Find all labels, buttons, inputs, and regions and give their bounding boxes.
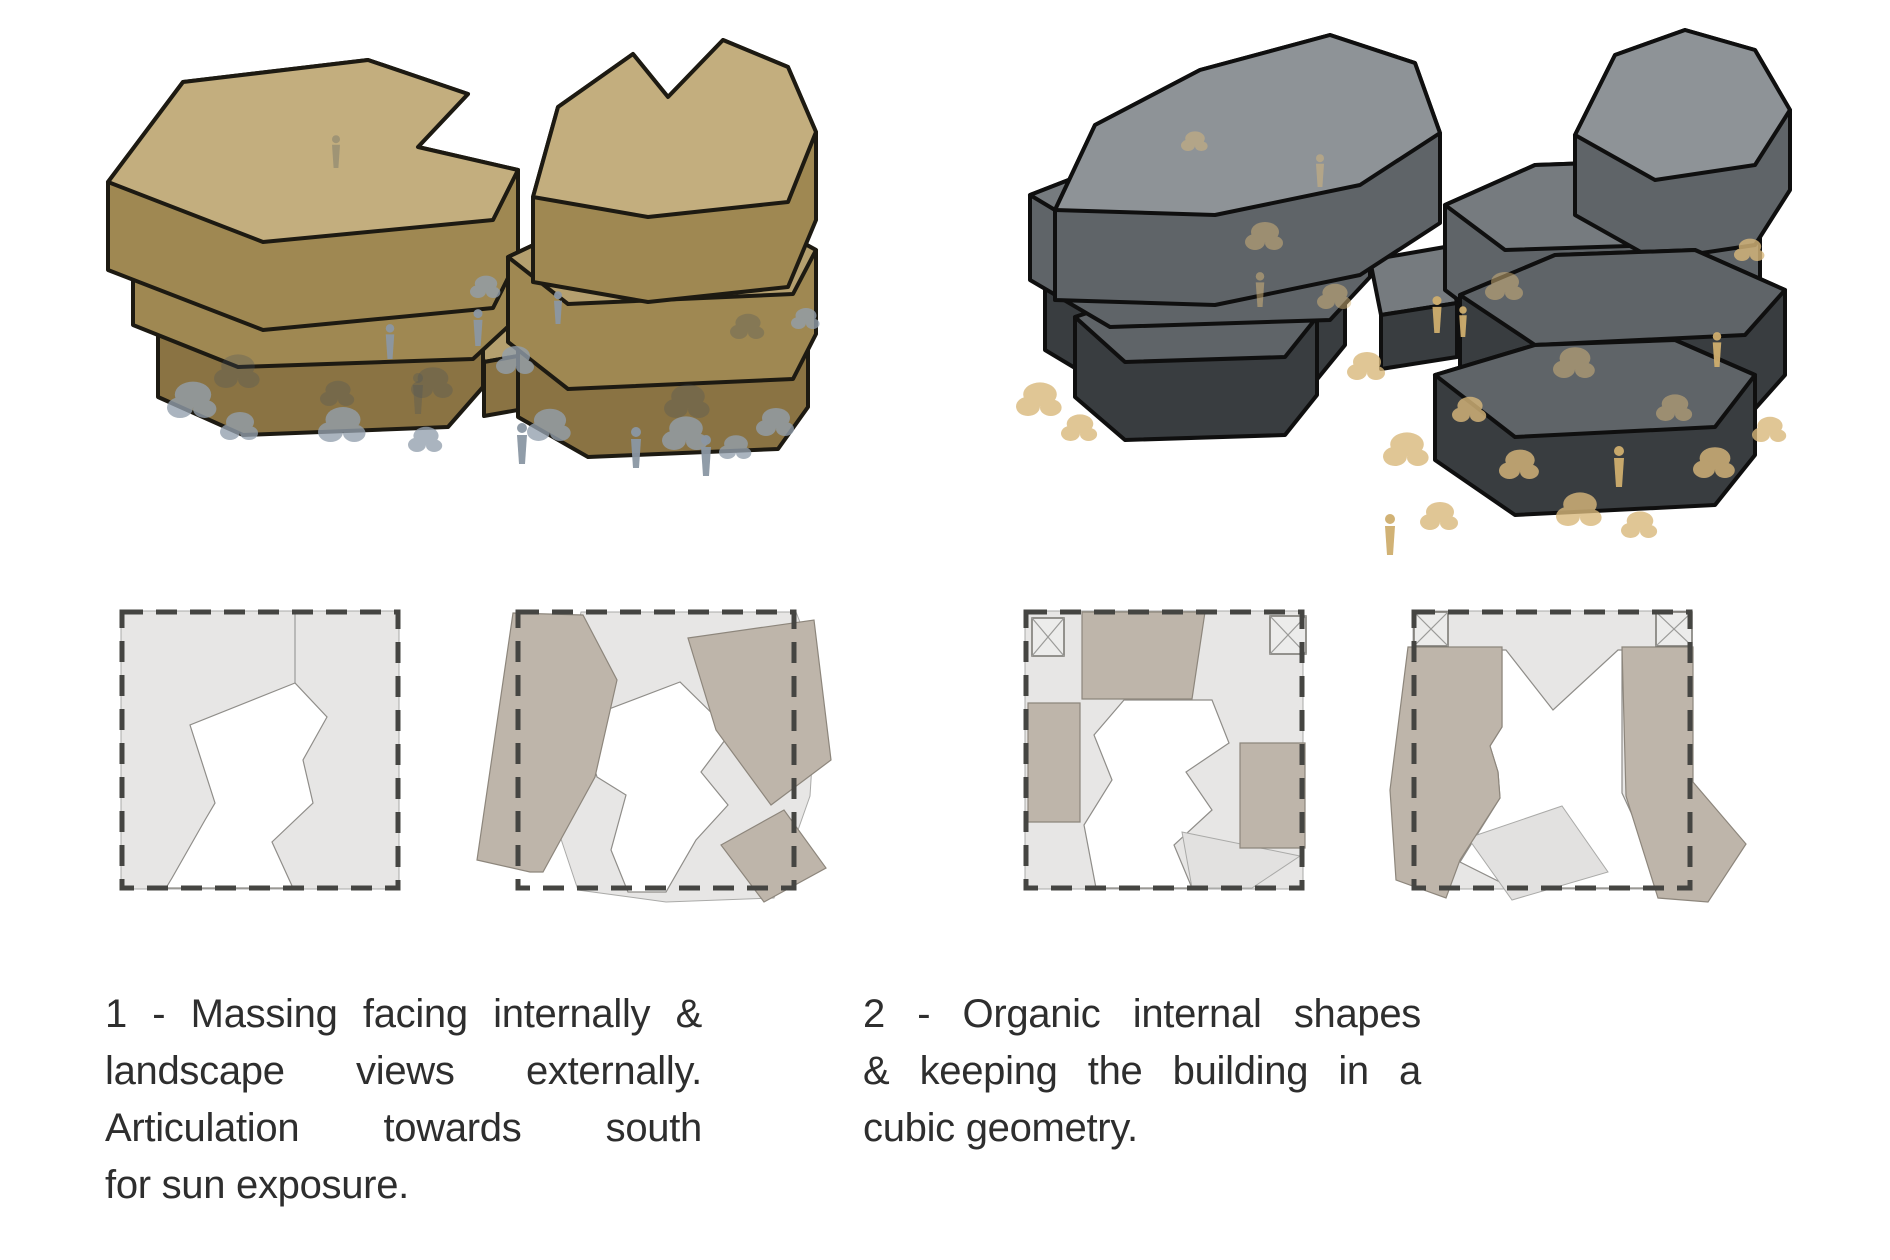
core-marker bbox=[1413, 611, 1449, 647]
floor-plan-1a bbox=[119, 609, 401, 891]
caption-2-line-3: cubic geometry. bbox=[863, 1106, 1138, 1150]
building-slabs-option-2 bbox=[1028, 28, 1792, 517]
caption-1-line-4: for sun exposure. bbox=[105, 1163, 409, 1207]
caption-option-1: 1 - Massing facing internally & landscap… bbox=[105, 986, 702, 1214]
floor-plan-2a bbox=[1023, 609, 1307, 891]
core-marker bbox=[1031, 617, 1065, 657]
caption-1-line-1: 1 - Massing facing internally & bbox=[105, 992, 702, 1036]
floor-plan-2b bbox=[1389, 609, 1747, 903]
caption-1-line-3: Articulation towards south bbox=[105, 1106, 702, 1150]
core-marker bbox=[1655, 611, 1693, 647]
caption-option-2: 2 - Organic internal shapes & keeping th… bbox=[863, 986, 1421, 1157]
building-slabs-option-1 bbox=[106, 38, 818, 459]
caption-2-line-2: & keeping the building in a bbox=[863, 1049, 1421, 1093]
floor-plan-1b bbox=[476, 609, 832, 903]
massing-axon-option-1 bbox=[106, 38, 820, 476]
massing-axon-option-2 bbox=[1016, 28, 1792, 557]
caption-1-line-2: landscape views externally. bbox=[105, 1049, 702, 1093]
caption-2-line-1: 2 - Organic internal shapes bbox=[863, 992, 1421, 1036]
